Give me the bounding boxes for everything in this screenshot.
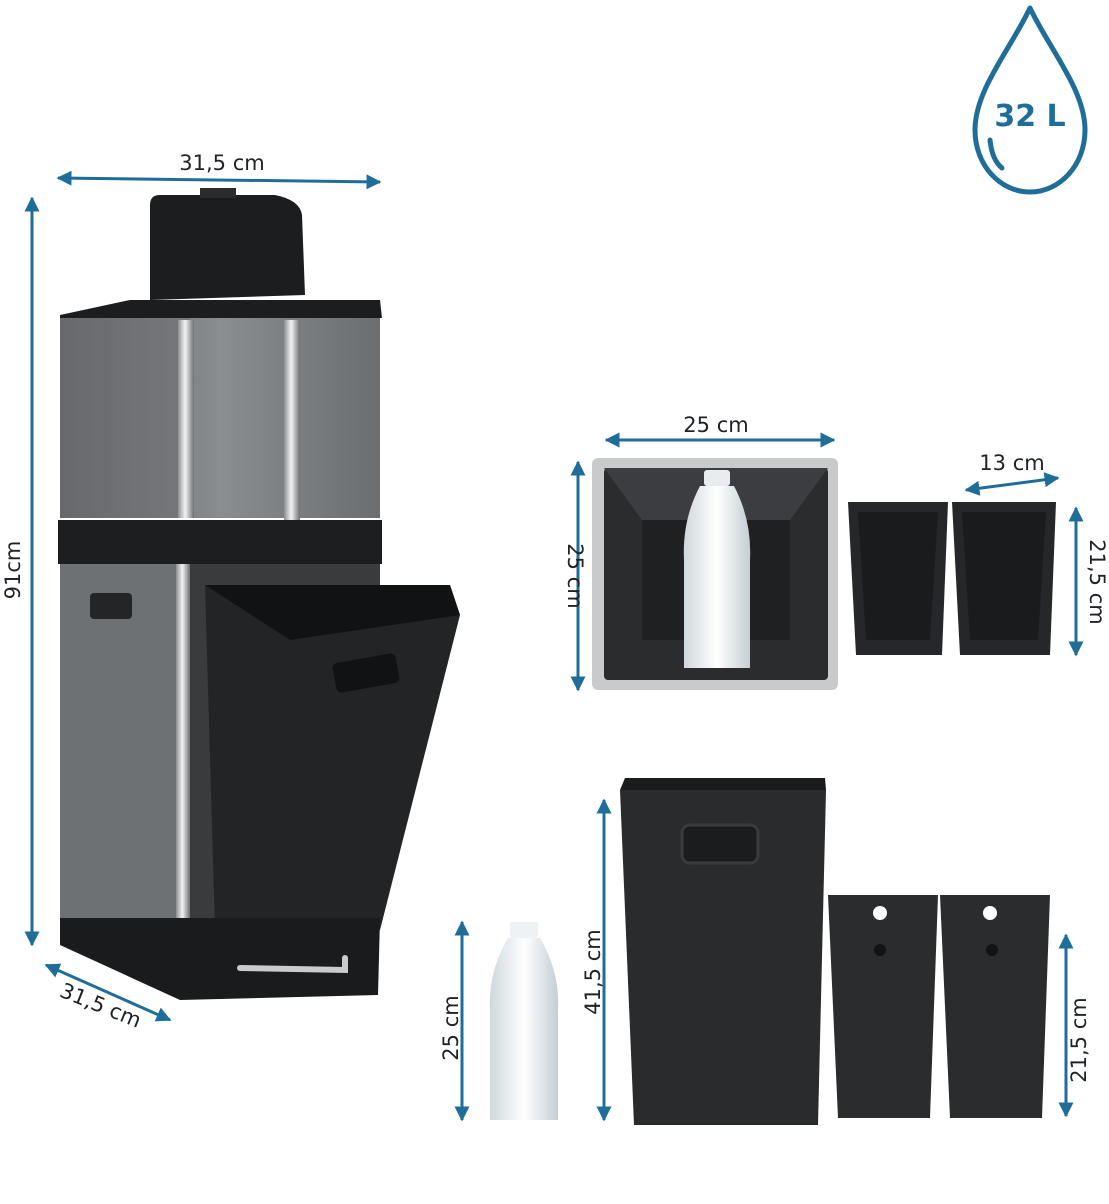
top-bin-height-dimension: 25 cm — [563, 460, 587, 692]
bottle-height-dimension: 25 cm — [439, 920, 470, 1122]
base — [60, 918, 380, 1000]
small-bin-height-label: 21,5 cm — [1085, 539, 1109, 624]
bucket-handle — [332, 653, 400, 693]
small-bin-width-dimension: 13 cm — [964, 451, 1060, 496]
small-inserts-topview — [848, 502, 1056, 655]
top-rim — [60, 300, 382, 322]
water-drop-icon — [972, 5, 1088, 195]
inner-bucket-topview — [592, 458, 838, 690]
tilted-bucket — [205, 585, 460, 930]
large-bin-handle — [680, 823, 760, 865]
bucket-opening — [205, 585, 460, 640]
upper-corner-chrome — [178, 320, 194, 518]
small-bin-width-label: 13 cm — [979, 451, 1044, 475]
large-bin-height-dimension: 41,5 cm — [581, 798, 612, 1122]
volume-label: 32 L — [994, 99, 1065, 134]
middle-band — [58, 520, 382, 564]
drop-shine — [987, 137, 1005, 171]
main-height-label: 91cm — [1, 541, 25, 600]
bottom-small-bin-height-label: 21,5 cm — [1067, 997, 1091, 1082]
main-height-dimension: 91cm — [1, 196, 40, 947]
bottom-small-bin-height-dimension: 21,5 cm — [1058, 933, 1091, 1118]
top-bin-height-label: 25 cm — [563, 543, 587, 608]
large-bin — [620, 778, 826, 1125]
main-width-dimension: 31,5 cm — [56, 151, 382, 190]
upper-handle-chrome — [284, 320, 300, 530]
bottle-reference — [489, 922, 559, 1120]
volume-badge: 32 L — [972, 5, 1088, 195]
pedal — [237, 955, 348, 974]
top-bin-width-label: 25 cm — [683, 413, 748, 437]
small-bin-height-dimension: 21,5 cm — [1068, 506, 1109, 657]
lower-corner-chrome — [176, 564, 190, 919]
bottle-height-label: 25 cm — [439, 995, 463, 1060]
upper-side-panel — [60, 318, 190, 518]
main-width-label: 31,5 cm — [179, 151, 264, 175]
main-depth-label: 31,5 cm — [57, 978, 145, 1032]
lid — [150, 195, 305, 300]
small-bin-right — [940, 895, 1050, 1118]
bottle-in-bucket — [683, 470, 751, 668]
side-handle — [90, 593, 132, 619]
top-bin-width-dimension: 25 cm — [604, 413, 836, 448]
small-bin-left — [828, 895, 938, 1118]
lid-tab — [200, 188, 236, 198]
large-bin-height-label: 41,5 cm — [581, 929, 605, 1014]
main-bin — [58, 188, 460, 1000]
